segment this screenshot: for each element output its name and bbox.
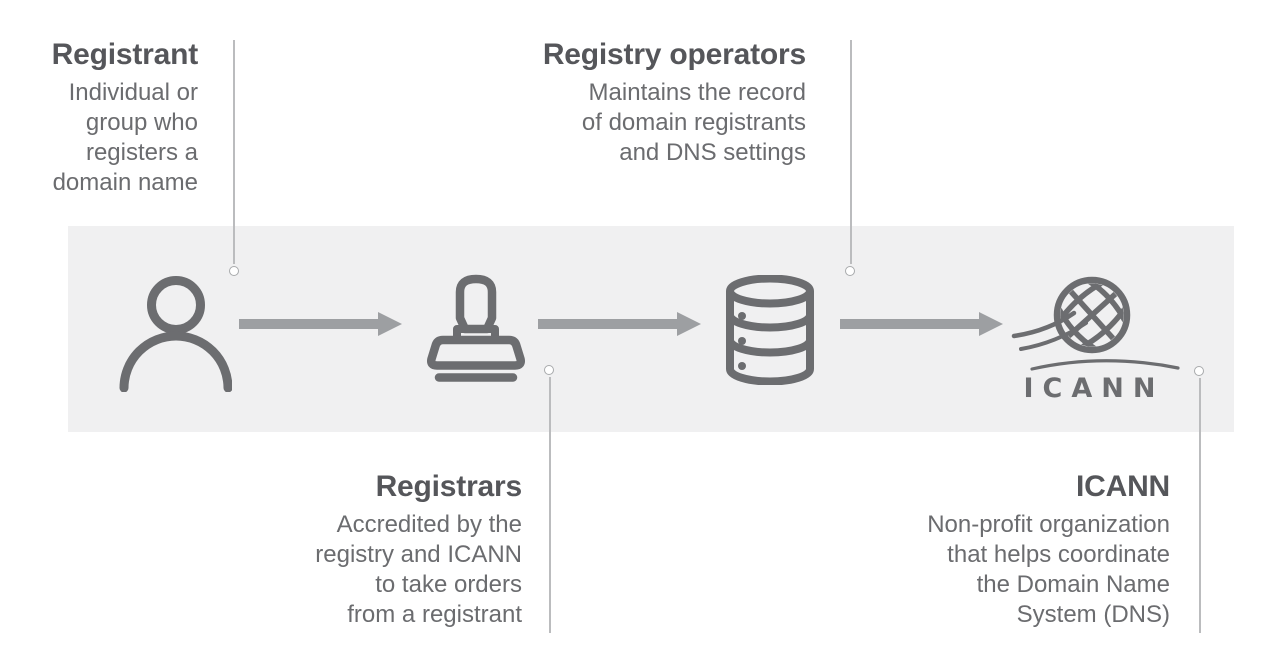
- arrow-registry-to-icann-icon: [840, 312, 1003, 336]
- registrars-title: Registrars: [375, 470, 523, 503]
- registrant-leader-line: [233, 40, 235, 264]
- registry-operators-label-block: Registry operators Maintains the record …: [506, 36, 806, 168]
- registrars-leader-line: [549, 377, 551, 633]
- registrars-description: Accredited by the registry and ICANN to …: [315, 511, 522, 628]
- registrant-title: Registrant: [51, 38, 199, 71]
- arrow-registrant-to-registrars-icon: [239, 312, 402, 336]
- registrars-leader-dot: [544, 365, 554, 375]
- registrant-leader-dot: [229, 266, 239, 276]
- registrant-description: Individual or group who registers a doma…: [52, 79, 198, 196]
- icann-description: Non-profit organization that helps coord…: [927, 511, 1170, 628]
- stamp-icon: [427, 274, 525, 382]
- registry-operators-description: Maintains the record of domain registran…: [581, 79, 806, 166]
- icann-leader-dot: [1194, 366, 1204, 376]
- icann-title: ICANN: [1076, 470, 1170, 503]
- database-icon: [726, 275, 814, 385]
- registry-operators-leader-line: [850, 40, 852, 264]
- arrow-registrars-to-registry-icon: [538, 312, 701, 336]
- registrars-label-block: Registrars Accredited by the registry an…: [280, 468, 522, 630]
- registry-operators-leader-dot: [845, 266, 855, 276]
- icann-label-block: ICANN Non-profit organization that helps…: [898, 468, 1170, 630]
- registrant-label-block: Registrant Individual or group who regis…: [20, 36, 199, 198]
- icann-leader-line: [1199, 378, 1201, 633]
- registry-operators-title: Registry operators: [542, 38, 806, 71]
- person-icon: [119, 276, 232, 392]
- icann-logo-wordmark: ICANN: [1024, 373, 1165, 402]
- icann-logo: ICANN: [1011, 276, 1180, 402]
